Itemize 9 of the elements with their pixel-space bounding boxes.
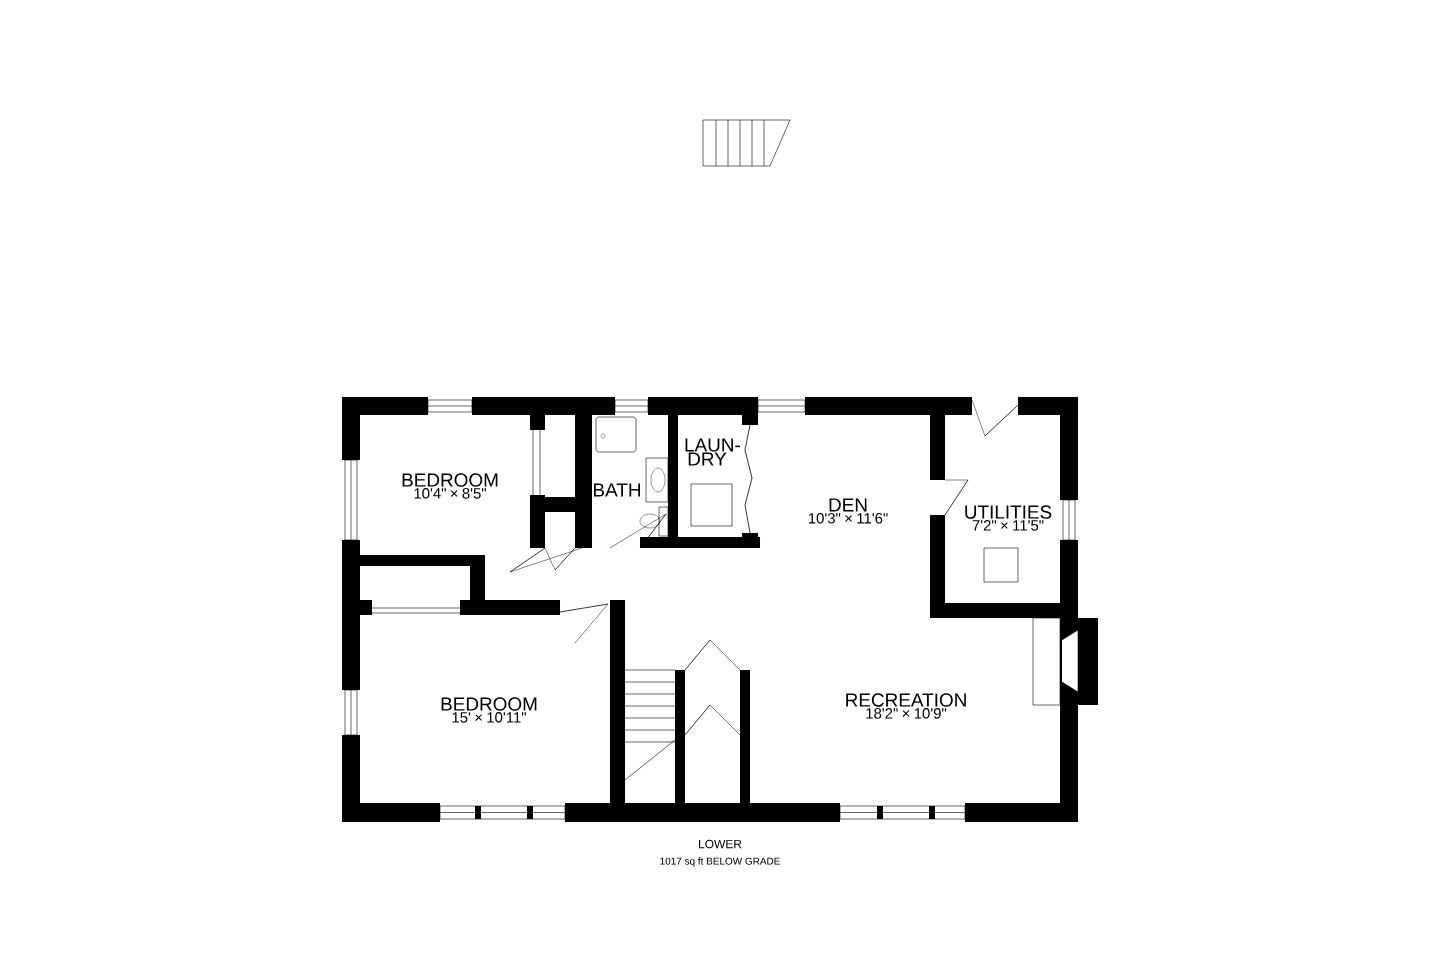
- room-label: BEDROOM 10'4" × 8'5": [402, 473, 498, 499]
- room-label: DEN 10'3" × 11'6": [808, 498, 888, 524]
- room-label: UTILITIES 7'2" × 11'5": [965, 505, 1052, 531]
- room-label: BEDROOM 15' × 10'11": [441, 697, 537, 723]
- area-caption: 1017 sq ft BELOW GRADE: [660, 857, 780, 867]
- room-label: RECREATION 18'2" × 10'9": [846, 693, 966, 719]
- room-label: LAUN- DRY: [685, 438, 740, 466]
- room-label: BATH: [594, 483, 640, 497]
- floor-title: LOWER: [699, 839, 742, 849]
